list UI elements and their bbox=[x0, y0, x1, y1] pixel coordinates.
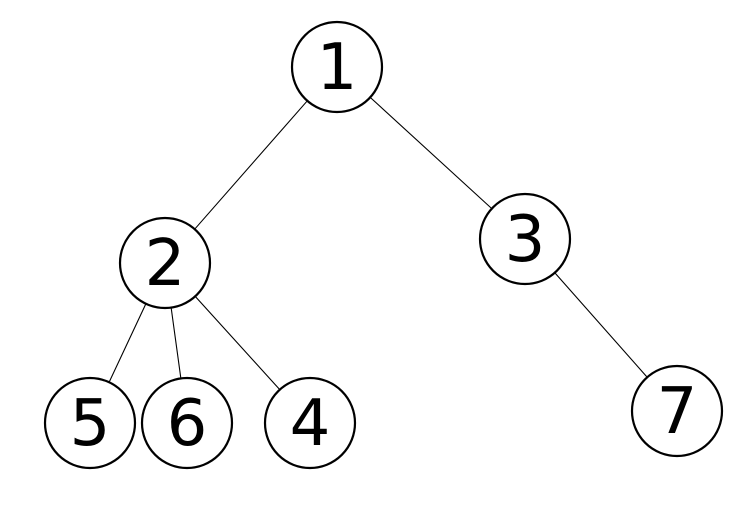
tree-node-2[interactable]: 2 bbox=[118, 216, 212, 310]
tree-edge-2-5 bbox=[108, 303, 147, 383]
tree-node-circle-7[interactable] bbox=[630, 364, 724, 458]
tree-node-1[interactable]: 1 bbox=[290, 20, 384, 114]
tree-node-3[interactable]: 3 bbox=[478, 192, 572, 286]
tree-node-circle-6[interactable] bbox=[140, 376, 234, 470]
tree-node-7[interactable]: 7 bbox=[630, 364, 724, 458]
tree-node-label-2: 2 bbox=[145, 227, 186, 301]
tree-node-label-6: 6 bbox=[167, 387, 208, 461]
tree-node-label-4: 4 bbox=[290, 387, 331, 461]
tree-node-4[interactable]: 4 bbox=[263, 376, 357, 470]
tree-node-6[interactable]: 6 bbox=[140, 376, 234, 470]
tree-node-5[interactable]: 5 bbox=[43, 376, 137, 470]
tree-node-label-5: 5 bbox=[70, 387, 111, 461]
tree-node-circle-4[interactable] bbox=[263, 376, 357, 470]
tree-edge-2-6 bbox=[170, 307, 182, 379]
tree-edge-2-4 bbox=[194, 295, 281, 391]
tree-node-circle-3[interactable] bbox=[478, 192, 572, 286]
tree-node-circle-5[interactable] bbox=[43, 376, 137, 470]
tree-node-label-1: 1 bbox=[317, 31, 358, 105]
edge-layer bbox=[108, 96, 648, 391]
tree-node-label-3: 3 bbox=[505, 203, 546, 277]
tree-node-label-7: 7 bbox=[657, 375, 698, 449]
tree-edge-1-2 bbox=[194, 100, 308, 230]
tree-node-circle-2[interactable] bbox=[118, 216, 212, 310]
tree-node-circle-1[interactable] bbox=[290, 20, 384, 114]
tree-edge-3-7 bbox=[554, 272, 648, 378]
tree-edge-1-3 bbox=[369, 96, 493, 210]
